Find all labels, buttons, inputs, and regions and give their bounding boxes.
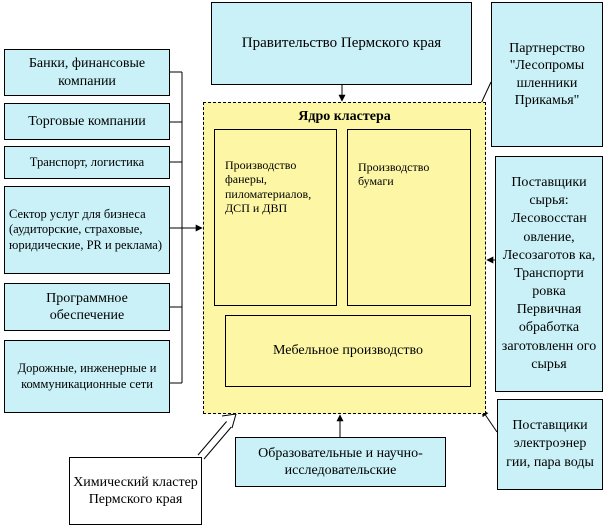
partnership-box: Партнерство "Лесопромы шленники Прикамья… <box>491 2 603 147</box>
cluster-core: Ядро кластера Производство фанеры, пилом… <box>203 102 486 414</box>
trade-box: Торговые компании <box>4 103 170 140</box>
furniture-box: Мебельное производство <box>225 315 471 387</box>
paper-box: Производство бумаги <box>347 129 471 306</box>
transport-box: Транспорт, логистика <box>4 146 170 179</box>
paper-label: Производство бумаги <box>358 160 430 189</box>
arrow-chemical-to-core <box>197 413 237 460</box>
government-box: Правительство Пермского края <box>211 2 472 85</box>
software-box: Программное обеспечение <box>4 283 170 331</box>
education-box: Образовательные и научно-исследовательск… <box>235 437 446 487</box>
energy-suppliers-box: Поставщики электроэнер гии, пара воды <box>497 399 603 490</box>
roads-box: Дорожные, инженерные и коммуникационные … <box>4 340 170 413</box>
raw-suppliers-box: Поставщики сырья: Лесовосстан овление, Л… <box>495 156 603 392</box>
chemical-cluster-box: Химический кластер Пермского края <box>69 457 202 525</box>
banks-box: Банки, финансовые компании <box>4 49 170 96</box>
services-box: Сектор услуг для бизнеса (аудиторские, с… <box>4 186 170 274</box>
core-title: Ядро кластера <box>298 109 391 124</box>
plywood-box: Производство фанеры, пиломатериалов, ДСП… <box>214 129 337 306</box>
furniture-label: Мебельное производство <box>273 343 423 358</box>
left-bracket <box>170 71 183 384</box>
plywood-label: Производство фанеры, пиломатериалов, ДСП… <box>225 158 312 216</box>
